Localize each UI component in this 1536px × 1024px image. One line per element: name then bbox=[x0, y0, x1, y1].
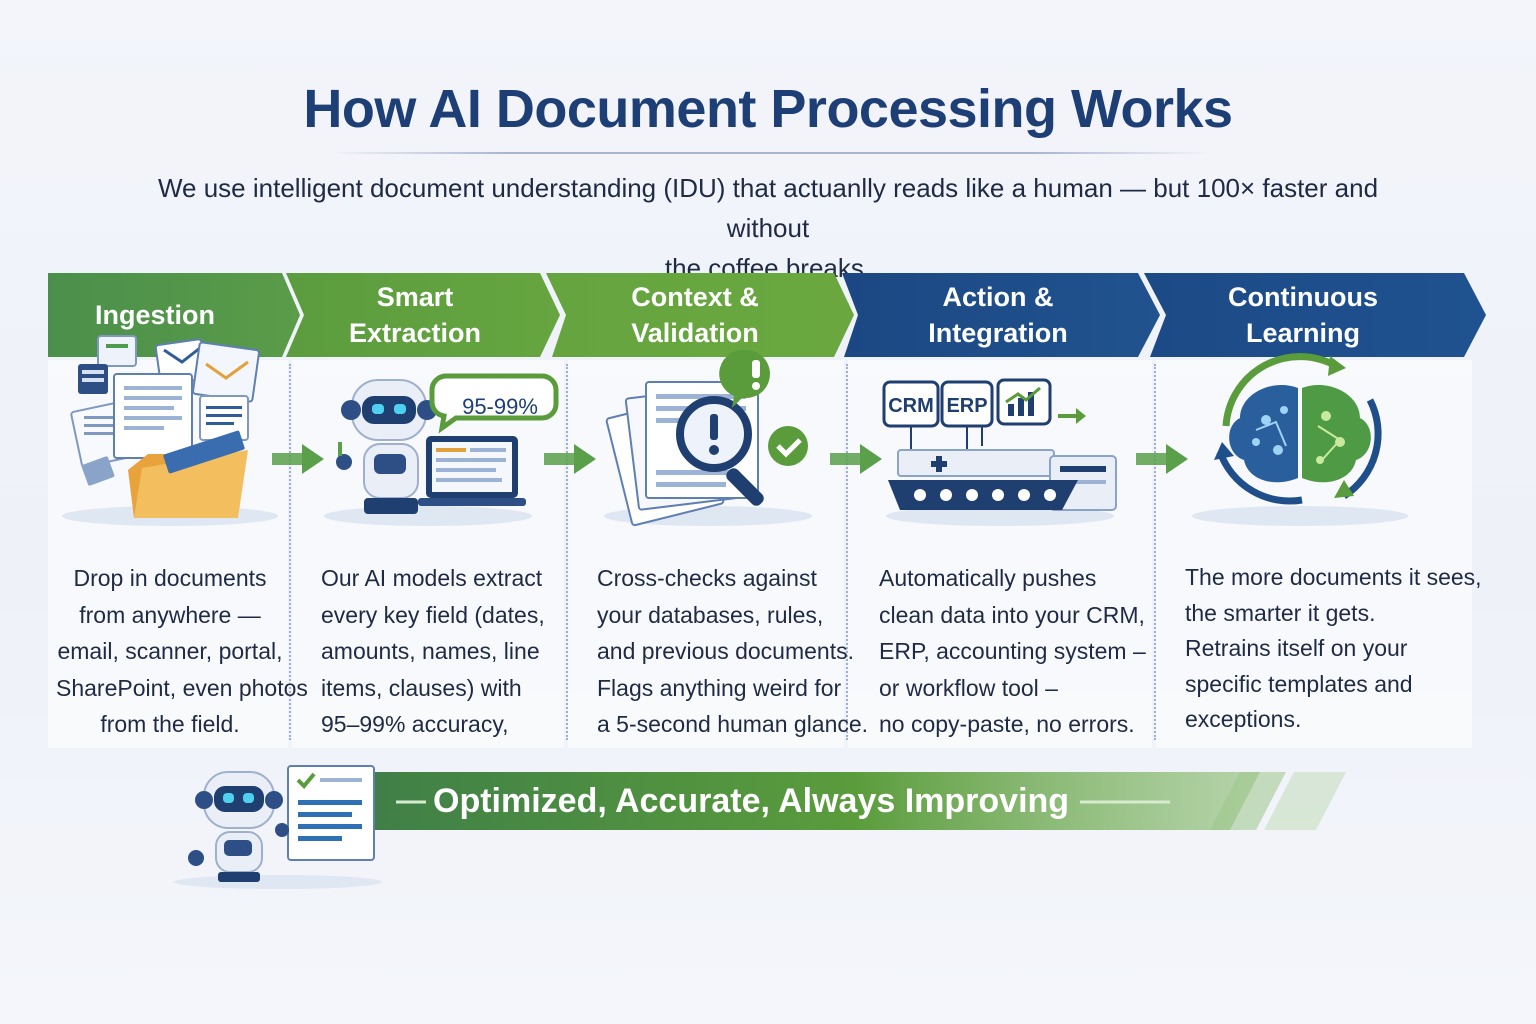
erp-tag: ERP bbox=[946, 395, 987, 417]
description-line: the smarter it gets. bbox=[1185, 599, 1376, 626]
description-line: and previous documents. bbox=[597, 638, 854, 664]
flow-arrow-icon bbox=[1136, 444, 1188, 474]
stage-description-extraction: Our AI models extract every key field (d… bbox=[321, 560, 561, 743]
flow-arrow-icon bbox=[272, 444, 324, 474]
stage-header-extraction: Smart Extraction bbox=[304, 271, 552, 359]
page-subtitle: We use intelligent document understandin… bbox=[118, 168, 1418, 288]
description-line: ERP, accounting system – bbox=[879, 638, 1146, 664]
description-line: or workflow tool – bbox=[879, 674, 1058, 701]
tagline-banner-shape bbox=[360, 772, 1346, 830]
stage-header-integration-line-1: Action & bbox=[942, 282, 1054, 312]
stage-header-integration-line-2: Integration bbox=[928, 318, 1068, 348]
stage-header-ingestion: Ingestion bbox=[48, 271, 288, 359]
banner-shapes bbox=[48, 273, 1486, 357]
description-line: your databases, rules, bbox=[597, 601, 824, 628]
page-title: How AI Document Processing Works bbox=[303, 79, 1233, 139]
stage-header-learning-line-2: Learning bbox=[1245, 318, 1360, 348]
stage-header-extraction-line-2: Extraction bbox=[348, 318, 482, 348]
subtitle-line-1: We use intelligent document understandin… bbox=[157, 173, 1379, 243]
documents-folder-icon bbox=[52, 330, 288, 530]
stage-description-integration: Automatically pushes clean data into you… bbox=[879, 560, 1149, 743]
description-line: clean data into your CRM, bbox=[879, 601, 1145, 628]
flow-arrow-icon bbox=[830, 444, 882, 474]
stage-header-validation-line-2: Validation bbox=[631, 318, 759, 348]
column-divider bbox=[566, 364, 568, 740]
description-line: from the field. bbox=[100, 711, 240, 737]
stage-header-extraction-line-1: Smart bbox=[376, 282, 454, 312]
description-line: 95–99% accuracy, bbox=[321, 711, 509, 737]
description-line: items, clauses) with bbox=[321, 674, 522, 701]
crm-erp-integration-icon: CRM ERP bbox=[878, 330, 1140, 530]
description-line: Automatically pushes bbox=[879, 565, 1097, 591]
stage-header-validation: Context & Validation bbox=[566, 271, 850, 359]
description-line: Cross-checks against bbox=[597, 565, 817, 591]
stage-panel-extraction bbox=[292, 360, 564, 748]
banner-shape-validation bbox=[546, 273, 854, 357]
description-line: every key field (dates, bbox=[321, 601, 545, 628]
magnifier-documents-icon bbox=[596, 330, 826, 530]
stage-header-validation-line-1: Context & bbox=[631, 282, 759, 312]
column-divider bbox=[1154, 364, 1156, 740]
banner-shape-extraction bbox=[286, 273, 560, 357]
stage-header-integration: Action & Integration bbox=[858, 271, 1164, 359]
title-divider bbox=[330, 152, 1210, 154]
tagline-text: Optimized, Accurate, Always Improving bbox=[433, 781, 1070, 820]
stage-description-ingestion: Drop in documents from anywhere — email,… bbox=[56, 560, 308, 743]
stage-header-ingestion-line-1: Ingestion bbox=[95, 300, 215, 330]
description-line: amounts, names, line bbox=[321, 638, 540, 664]
stage-banner-row: Ingestion Smart Extraction Context & Val… bbox=[0, 271, 1536, 359]
tagline-banner: Optimized, Accurate, Always Improving bbox=[395, 772, 1295, 830]
brain-cycle-icon bbox=[1186, 330, 1414, 530]
description-line: no copy-paste, no errors. bbox=[879, 711, 1135, 737]
description-line: Drop in documents bbox=[73, 565, 267, 591]
description-line: specific templates and bbox=[1185, 670, 1413, 697]
description-line: Flags anything weird for bbox=[597, 674, 842, 701]
description-line: email, scanner, portal, bbox=[57, 638, 283, 664]
column-divider bbox=[846, 364, 848, 740]
description-line: The more documents it sees, bbox=[1185, 564, 1482, 590]
banner-shape-learning bbox=[1144, 273, 1486, 357]
description-line: SharePoint, even photos bbox=[56, 674, 308, 701]
robot-laptop-icon: 95-99% bbox=[318, 330, 562, 530]
banner-shape-integration bbox=[842, 273, 1160, 357]
description-line: Retrains itself on your bbox=[1185, 635, 1408, 661]
stage-header-learning: Continuous Learning bbox=[1166, 271, 1466, 359]
stage-description-validation: Cross-checks against your databases, rul… bbox=[597, 560, 869, 743]
column-divider bbox=[289, 364, 291, 740]
flow-arrow-icon bbox=[544, 444, 596, 474]
accuracy-badge: 95-99% bbox=[462, 394, 538, 419]
stage-header-learning-line-1: Continuous bbox=[1228, 282, 1378, 312]
crm-tag: CRM bbox=[888, 395, 934, 417]
description-line: exceptions. bbox=[1185, 706, 1302, 732]
description-line: a 5-second human glance. bbox=[597, 711, 869, 737]
description-line: Our AI models extract bbox=[321, 565, 543, 591]
stage-description-learning: The more documents it sees, the smarter … bbox=[1185, 560, 1482, 738]
description-line: from anywhere — bbox=[79, 601, 261, 628]
robot-checklist-icon bbox=[168, 760, 398, 890]
